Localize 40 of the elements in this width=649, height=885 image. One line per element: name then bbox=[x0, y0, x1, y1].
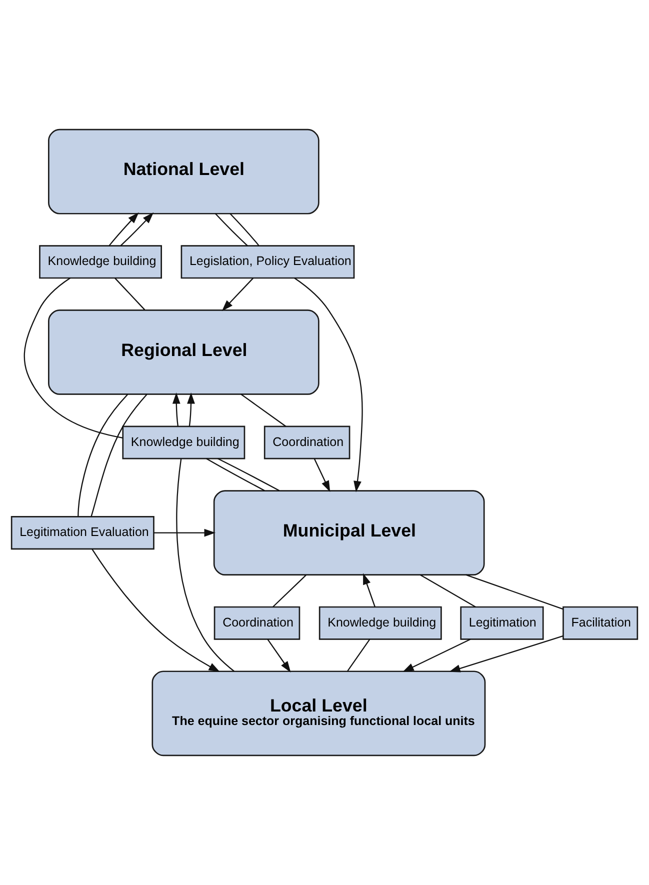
node-box: Legitimation bbox=[460, 606, 544, 640]
node-box: National Level bbox=[48, 128, 320, 214]
arrow bbox=[402, 638, 471, 672]
connector bbox=[24, 278, 123, 438]
arrow bbox=[314, 458, 330, 492]
connector bbox=[114, 278, 146, 310]
node-box: Coordination bbox=[214, 606, 300, 640]
node-box: Coordination bbox=[264, 426, 350, 460]
arrow bbox=[154, 528, 216, 537]
node-box: Legitimation Evaluation bbox=[10, 516, 154, 550]
connector bbox=[420, 574, 476, 608]
arrow bbox=[363, 573, 376, 607]
connector bbox=[78, 394, 128, 517]
connector bbox=[206, 458, 265, 492]
connector bbox=[230, 213, 260, 246]
node-box: Knowledge building bbox=[122, 426, 246, 460]
connector bbox=[347, 639, 370, 672]
node-box: Facilitation bbox=[562, 606, 638, 640]
arrow bbox=[222, 278, 254, 312]
connector bbox=[272, 574, 307, 608]
node-box: Knowledge building bbox=[39, 245, 162, 279]
arrow bbox=[172, 392, 180, 426]
connector bbox=[240, 394, 286, 427]
connector bbox=[466, 574, 564, 610]
arrow bbox=[294, 278, 363, 492]
arrow bbox=[108, 212, 139, 246]
connector bbox=[218, 458, 280, 492]
connector bbox=[90, 394, 148, 517]
arrow bbox=[120, 212, 154, 246]
node-box: Regional Level bbox=[48, 310, 320, 395]
node-box: Municipal Level bbox=[213, 490, 485, 576]
node-box: Knowledge building bbox=[318, 606, 442, 640]
node-box: Local Level The equine sector organising functional local units bbox=[152, 670, 486, 756]
arrow bbox=[187, 392, 195, 426]
node-box: Legislation, Policy Evaluation bbox=[180, 245, 355, 279]
connector bbox=[214, 213, 248, 246]
connector bbox=[176, 458, 234, 672]
arrow bbox=[92, 548, 220, 672]
arrow bbox=[267, 639, 291, 672]
arrow bbox=[449, 635, 564, 672]
